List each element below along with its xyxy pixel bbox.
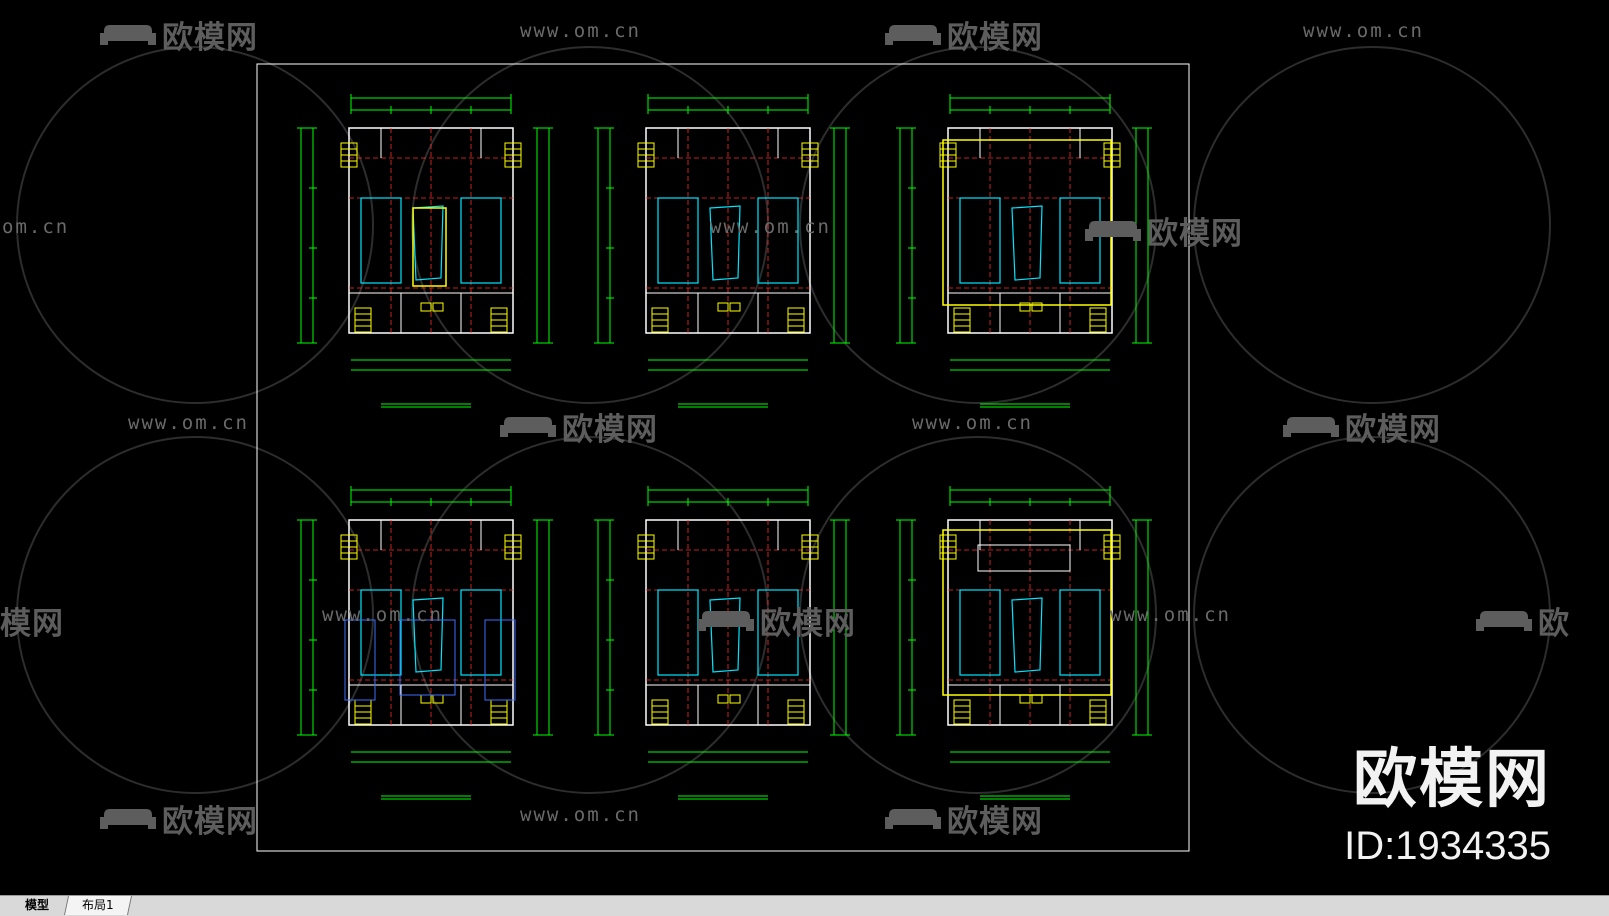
watermark-url: om.cn <box>2 216 70 238</box>
asset-id: ID:1934335 <box>1344 824 1551 868</box>
sofa-icon <box>100 805 156 833</box>
sofa-icon <box>885 805 941 833</box>
sofa-icon <box>1085 217 1141 245</box>
watermark-logo: 欧模网 <box>100 12 258 57</box>
sofa-icon <box>500 413 556 441</box>
watermark-logo: 欧模网 <box>1283 404 1441 449</box>
watermark-logo: 欧模网 <box>885 12 1043 57</box>
sofa-icon <box>1283 413 1339 441</box>
sofa-icon <box>698 607 754 635</box>
watermark-url: www.om.cn <box>912 412 1033 434</box>
layout-tab-bar: 模型 布局1 <box>0 895 1609 916</box>
watermark-url: www.om.cn <box>520 804 641 826</box>
watermark-logo: 欧模网 <box>1085 208 1243 253</box>
sofa-icon <box>885 21 941 49</box>
floor-plan-1 <box>296 93 554 408</box>
watermark-url: www.om.cn <box>710 216 831 238</box>
watermark-logo: 欧 <box>1476 598 1570 643</box>
watermark-url: www.om.cn <box>128 412 249 434</box>
watermark-logo: 欧模网 <box>100 796 258 841</box>
watermark-logo: 欧模网 <box>885 796 1043 841</box>
floor-plan-6 <box>895 485 1153 800</box>
watermark-logo: 欧模网 <box>698 598 856 643</box>
tab-layout-1[interactable]: 布局1 <box>63 896 133 915</box>
tab-model[interactable]: 模型 <box>14 896 60 915</box>
cad-model-space[interactable]: 欧模网 www.om.cn 欧模网 www.om.cn om.cn 欧模网 ww… <box>0 0 1609 895</box>
watermark-url: www.om.cn <box>520 20 641 42</box>
floor-plan-2 <box>593 93 851 408</box>
watermark-url: www.om.cn <box>1110 604 1231 626</box>
tab-layout-1-label: 布局1 <box>82 898 114 912</box>
layout-frame <box>256 63 1190 852</box>
watermark-url: www.om.cn <box>1303 20 1424 42</box>
sofa-icon <box>100 21 156 49</box>
watermark-logo: 欧模网 <box>500 404 658 449</box>
brand-logo-text: 欧模网 <box>1353 743 1551 817</box>
watermark-url: www.om.cn <box>322 604 443 626</box>
watermark-logo: 模网 <box>0 606 64 642</box>
sofa-icon <box>1476 607 1532 635</box>
